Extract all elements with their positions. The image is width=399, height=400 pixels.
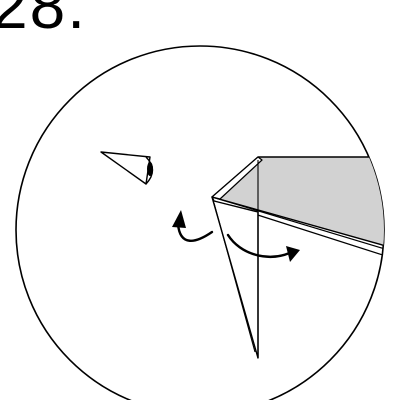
diagram-canvas: 28. [0, 0, 399, 400]
fold-diagram [0, 0, 399, 400]
